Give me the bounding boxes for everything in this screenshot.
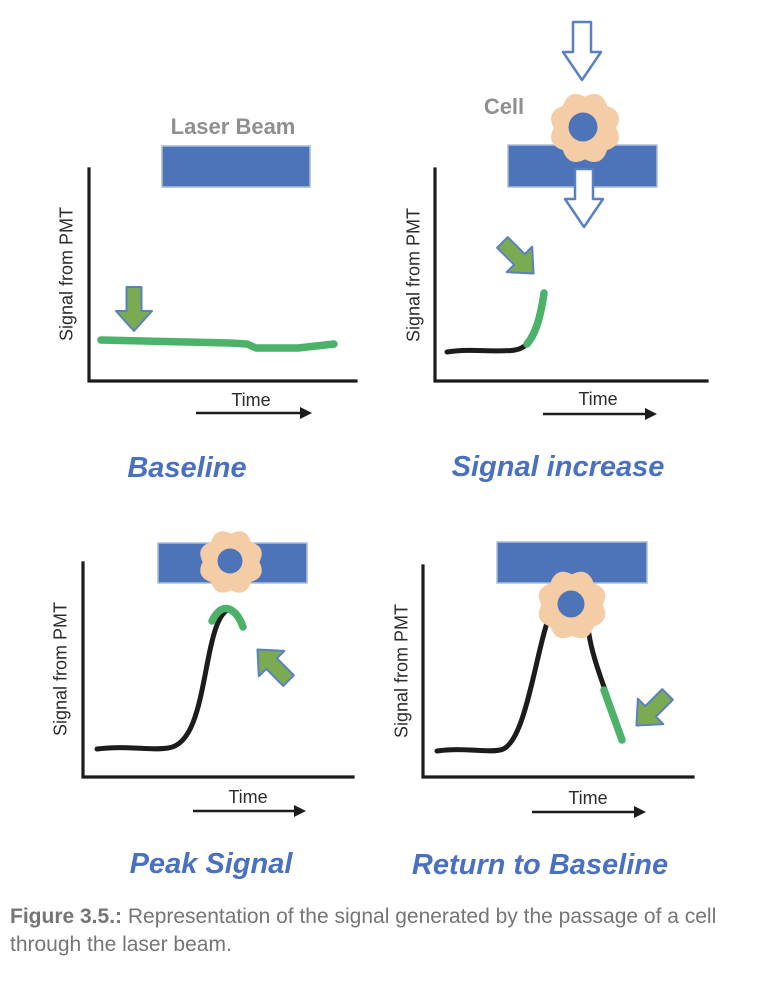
axes <box>421 564 695 779</box>
x-axis-label: Time <box>231 390 270 410</box>
figure-caption: Figure 3.5.: Representation of the signa… <box>10 903 758 959</box>
x-axis-label: Time <box>228 787 267 807</box>
axes <box>81 561 355 779</box>
x-axis-label: Time <box>578 389 617 409</box>
y-axis-label: Signal from PMT <box>56 207 76 341</box>
signal-curve-highlight <box>600 686 626 744</box>
cell-nucleus <box>557 590 585 618</box>
panel-title: Return to Baseline <box>412 849 668 881</box>
y-axis-label: Signal from PMT <box>391 604 411 738</box>
panel-baseline: Laser Beam Signal from PMT Time Baseline <box>56 114 358 484</box>
time-arrowhead-icon <box>645 408 657 420</box>
panel-title: Baseline <box>127 452 246 484</box>
signal-curve-highlight <box>208 604 247 631</box>
cell-nucleus <box>217 548 243 574</box>
signal-highlight-arrow-icon <box>622 680 682 740</box>
panel-signal-increase: Cell Signal from PMT Time Signal increas… <box>403 20 709 483</box>
flow-cytometry-diagram: Laser Beam Signal from PMT Time Baseline… <box>50 20 709 881</box>
cell-label: Cell <box>484 94 524 119</box>
laser-beam-label: Laser Beam <box>171 114 296 139</box>
flow-direction-arrow-icon <box>561 20 603 82</box>
time-arrowhead-icon <box>634 806 646 818</box>
signal-curve-highlight <box>523 289 548 348</box>
signal-highlight-arrow-icon <box>115 286 153 332</box>
signal-highlight-arrow-icon <box>488 228 548 288</box>
figure-caption-label: Figure 3.5.: <box>10 905 123 928</box>
panel-title: Signal increase <box>452 451 665 483</box>
figure-caption-text: Representation of the signal generated b… <box>10 905 717 956</box>
time-arrowhead-icon <box>294 805 306 817</box>
signal-highlight-arrow-icon <box>243 635 303 695</box>
x-axis-label: Time <box>568 788 607 808</box>
axes <box>433 167 709 383</box>
laser-beam-rect <box>161 145 311 188</box>
panel-peak-signal: Signal from PMT Time Peak Signal <box>50 531 355 880</box>
signal-curve-highlight <box>97 336 338 352</box>
cell-nucleus <box>568 112 598 142</box>
panel-title: Peak Signal <box>130 848 294 880</box>
y-axis-label: Signal from PMT <box>403 208 423 342</box>
signal-curve <box>94 608 229 752</box>
signal-curve <box>444 341 530 355</box>
panel-return-to-baseline: Signal from PMT Time Return to Baseline <box>391 541 695 881</box>
axes <box>87 167 358 383</box>
time-arrowhead-icon <box>300 407 312 419</box>
y-axis-label: Signal from PMT <box>50 602 70 736</box>
